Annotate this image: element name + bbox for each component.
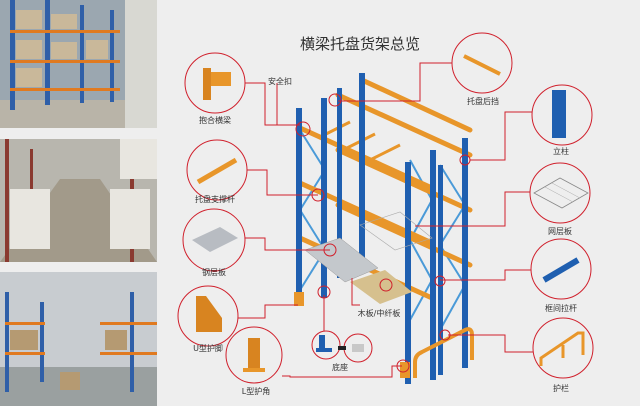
box-beam-icon xyxy=(203,68,231,100)
label-upright: 立柱 xyxy=(553,147,569,156)
uprights xyxy=(296,73,468,384)
warehouse-photo-3 xyxy=(0,272,157,406)
u-guard-icon xyxy=(196,296,222,332)
upright-icon xyxy=(552,90,566,138)
row-spacer-icon xyxy=(542,257,580,283)
label-guard-rail: 护栏 xyxy=(553,384,569,393)
l-guard-icon xyxy=(243,338,265,372)
label-box-beam: 抱合横梁 xyxy=(199,116,231,125)
label-steel-deck: 钢层板 xyxy=(202,268,226,277)
warehouse-photo-1 xyxy=(0,0,157,128)
base-plate-icon xyxy=(316,335,364,352)
wire-deck-icon xyxy=(533,177,589,209)
label-wire-deck: 网层板 xyxy=(548,227,572,236)
callout-lines xyxy=(238,62,533,378)
pallet-support-icon xyxy=(196,157,238,185)
label-base-plate: 底座 xyxy=(332,363,348,372)
u-guard-shape xyxy=(294,292,304,306)
steel-deck-icon xyxy=(192,227,238,252)
guard-rail-shape xyxy=(413,327,474,378)
wire-deck-shape xyxy=(359,211,433,251)
steel-deck-shape xyxy=(304,237,379,283)
label-pallet-support: 托盘支撑杆 xyxy=(195,195,235,204)
label-u-guard: U型护脚 xyxy=(193,344,223,353)
label-row-spacer: 框间拉杆 xyxy=(545,304,577,313)
guard-rail-icon xyxy=(539,331,585,366)
part-icons xyxy=(192,54,589,372)
label-pallet-stop: 托盘后挡 xyxy=(467,97,499,106)
warehouse-photo-2 xyxy=(0,139,157,262)
callout-circles xyxy=(177,32,594,384)
l-guard-shape xyxy=(400,362,410,378)
pallet-stop-icon xyxy=(463,54,501,76)
diagram-title: 横梁托盘货架总览 xyxy=(299,35,420,53)
label-l-guard: L型护角 xyxy=(241,387,271,396)
label-safety-clip: 安全扣 xyxy=(268,77,292,86)
wood-board-shape xyxy=(350,270,412,304)
label-wood-board: 木板/中纤板 xyxy=(357,309,401,318)
